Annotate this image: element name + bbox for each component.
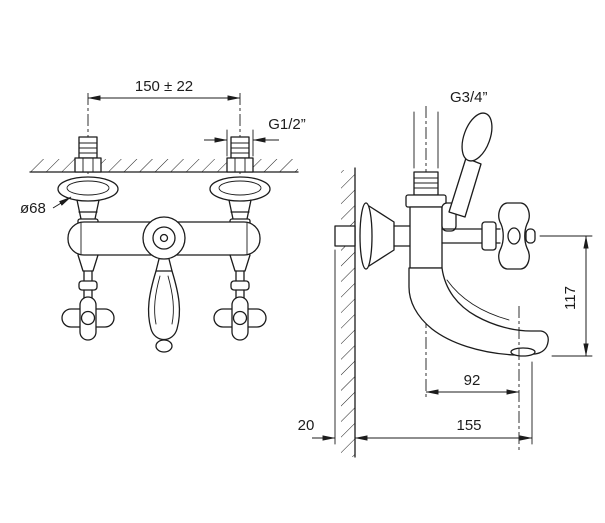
handle-hub-side	[507, 227, 521, 245]
spout-outlet	[510, 347, 536, 357]
wall-nipple	[334, 225, 356, 247]
dim-total-depth-label: 155	[456, 417, 481, 434]
dim-outlet-height-label: 117	[562, 286, 579, 310]
right-valve-assembly	[213, 254, 267, 341]
diverter-tip	[155, 339, 173, 353]
right-handle-hub	[232, 310, 248, 326]
ext-lines-bottom	[334, 249, 533, 445]
right-inlet-fitting	[209, 136, 271, 228]
left-bonnet	[77, 254, 99, 272]
leader-escutcheon-diameter	[52, 196, 72, 209]
lever-knob	[461, 112, 493, 162]
center-dome	[142, 216, 186, 260]
diverter-bell	[147, 270, 181, 341]
top-thread-lines	[413, 177, 439, 189]
wall-hatch-front	[30, 159, 298, 172]
top-thread-g34	[413, 171, 439, 196]
lever-arm	[448, 157, 482, 218]
right-bonnet	[229, 254, 251, 272]
ext-lines-g34	[413, 111, 439, 169]
side-view: G3/4” 117 92 20 155	[298, 89, 593, 458]
center-dome-inner	[152, 226, 176, 250]
side-escutcheon-cone	[368, 205, 395, 267]
left-hex-nut	[74, 157, 102, 173]
right-stem-collar	[230, 280, 250, 291]
diverter-bell-contour	[154, 275, 174, 325]
wall-hatch-side	[341, 170, 355, 457]
dim-spout-thread-label: G3/4”	[450, 89, 488, 106]
left-hex-facets	[82, 157, 94, 173]
body-side	[409, 206, 443, 269]
right-hex-nut	[226, 157, 254, 173]
center-dome-dot	[159, 233, 169, 243]
dim-wall-clearance-label: 20	[298, 417, 315, 434]
spout	[408, 267, 549, 356]
diverter-neck	[155, 258, 173, 272]
left-s-union	[76, 199, 100, 220]
right-s-union	[228, 199, 252, 220]
right-thread-lines	[230, 142, 250, 154]
right-thread-pipe	[230, 136, 250, 159]
left-escutcheon-inner	[66, 180, 110, 196]
left-valve-assembly	[61, 254, 115, 341]
right-stem	[235, 270, 245, 282]
side-cross-handle	[441, 202, 536, 270]
handle-collar-side	[481, 221, 497, 251]
right-hex-facets	[234, 157, 246, 173]
left-stem-collar	[78, 280, 98, 291]
lever-assembly	[441, 112, 493, 232]
dim-spout-reach-label: 92	[464, 372, 481, 389]
top-collar	[405, 194, 447, 208]
left-thread-lines	[78, 142, 98, 154]
dim-hole-distance-label: 150 ± 22	[135, 78, 193, 95]
right-escutcheon-inner	[218, 180, 262, 196]
dim-escutcheon-diameter-label: ø68	[20, 200, 46, 217]
diverter-assembly	[147, 258, 181, 353]
front-view: 150 ± 22 G1/2” ø68	[20, 78, 306, 353]
dim-connection-thread-label: G1/2”	[268, 116, 306, 133]
spout-contour	[446, 279, 510, 321]
left-inlet-fitting	[57, 136, 119, 228]
left-stem	[83, 270, 93, 282]
side-escutcheon-base	[359, 202, 373, 270]
side-supply-pipe	[393, 225, 411, 247]
handle-spoke-end	[525, 228, 536, 244]
left-handle-hub	[80, 310, 96, 326]
left-thread-pipe	[78, 136, 98, 159]
ext-lines-g12	[226, 129, 254, 157]
mixer-body-seams	[80, 222, 248, 255]
handle-spool-profile	[498, 202, 530, 270]
